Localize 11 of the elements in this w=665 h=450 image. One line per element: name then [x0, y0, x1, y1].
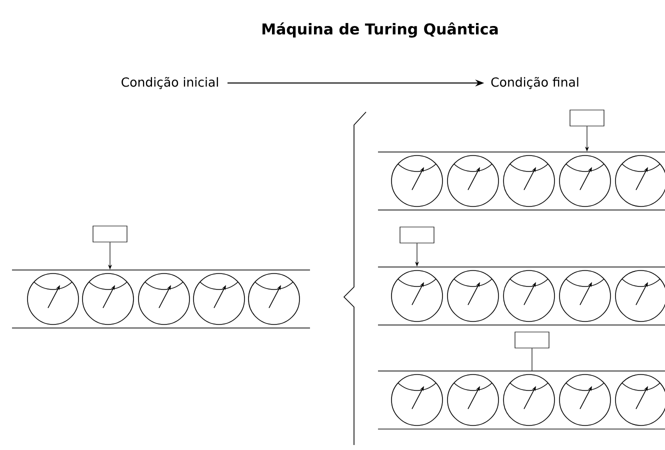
tape-drawing: [378, 370, 665, 430]
tape-drawing: [378, 152, 665, 210]
head-box: [400, 226, 434, 244]
tape-drawing: [12, 270, 310, 328]
head-box: [514, 332, 550, 348]
text-label: Condição final: [491, 76, 578, 90]
text-label: Condição inicial: [122, 76, 218, 90]
tape-drawing: [378, 266, 665, 326]
head-box: [570, 110, 604, 126]
title: Máquina de Turing Quântica: [262, 22, 498, 38]
head-box: [92, 226, 128, 242]
